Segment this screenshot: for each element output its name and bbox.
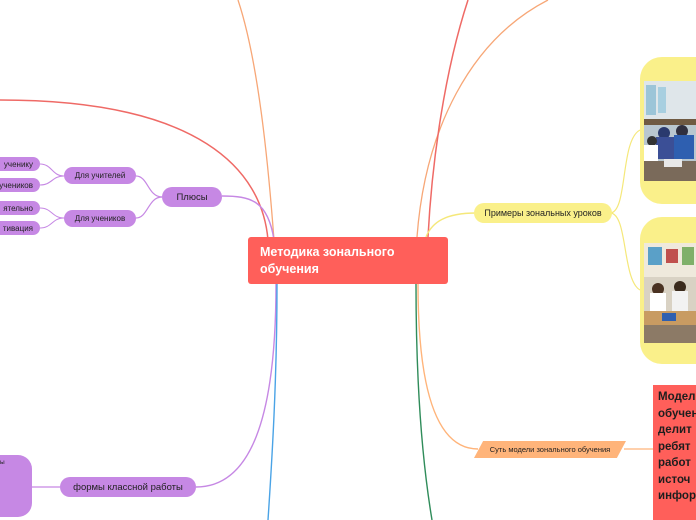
leaf-node-4[interactable]: тивация (0, 221, 40, 235)
branch-top-right-red (427, 0, 469, 238)
formy-label: формы классной работы (73, 481, 183, 493)
link-plusy-teachers (135, 175, 163, 198)
leaf-label-3: ятельно (3, 203, 33, 213)
leaf-label-1: ученику (3, 159, 33, 169)
left-cutoff-text: ы (0, 459, 5, 466)
card-line-3: делит (658, 424, 692, 436)
link-teachers-leaf2 (39, 175, 65, 186)
link-central-formy (195, 283, 277, 488)
link-central-plusy (221, 195, 275, 241)
primery-node[interactable]: Примеры зональных уроков (474, 203, 612, 223)
classroom-photo-1-image (644, 81, 696, 181)
classroom-photo-2 (644, 243, 696, 343)
link-students-leaf2 (39, 217, 65, 229)
plusy-label: Плюсы (176, 191, 208, 203)
link-primery-photo2 (609, 212, 641, 291)
card-line-4: ребят (658, 440, 691, 453)
branch-bottom-right-green (415, 283, 433, 520)
classroom-photo-2-image (644, 243, 696, 343)
card-line-6: источ (658, 473, 691, 486)
dlya-uchiteley-node[interactable]: Для учителей (64, 167, 136, 184)
sut-label: Суть модели зонального обучения (489, 445, 611, 454)
branch-left-red (0, 99, 269, 241)
link-primery-photo1 (609, 129, 641, 214)
photo-card-2[interactable] (640, 217, 696, 364)
formy-node[interactable]: формы классной работы (60, 477, 196, 497)
link-central-primery (425, 212, 477, 238)
link-students-leaf1 (39, 207, 65, 219)
sut-node[interactable]: Суть модели зонального обучения (474, 441, 626, 458)
dlya-uchenikov-node[interactable]: Для учеников (64, 210, 136, 227)
central-topic-line2: обучения (260, 261, 319, 276)
central-topic-line1: Методика зонального (260, 244, 395, 259)
card-line-1: Модел (658, 391, 696, 403)
classroom-photo-1 (644, 81, 696, 181)
plusy-node[interactable]: Плюсы (162, 187, 222, 207)
branch-top-left-orange (237, 0, 275, 241)
leaf-node-2[interactable]: учеников (0, 178, 40, 192)
link-plusy-students (135, 196, 163, 219)
card-line-5: работ (658, 457, 691, 469)
card-line-2: обучен (658, 407, 696, 420)
dlya-uchenikov-label: Для учеников (74, 214, 126, 223)
primery-label: Примеры зональных уроков (484, 208, 602, 218)
branch-top-right-orange (416, 0, 549, 238)
leaf-node-3[interactable]: ятельно (0, 201, 40, 215)
left-cutoff-node[interactable] (0, 455, 32, 517)
model-description-card[interactable]: Модел обучен делит ребят работ источ инф… (653, 385, 696, 520)
photo-card-1[interactable] (640, 57, 696, 204)
link-central-sut (417, 283, 479, 450)
card-line-7: инфор (658, 490, 696, 502)
branch-bottom-left-blue (267, 283, 278, 520)
link-teachers-leaf1 (39, 163, 65, 177)
leaf-label-2: учеников (0, 180, 33, 190)
dlya-uchiteley-label: Для учителей (74, 171, 126, 180)
central-topic[interactable]: Методика зонального обучения (248, 237, 448, 284)
leaf-node-1[interactable]: ученику (0, 157, 40, 171)
leaf-label-4: тивация (2, 223, 33, 233)
